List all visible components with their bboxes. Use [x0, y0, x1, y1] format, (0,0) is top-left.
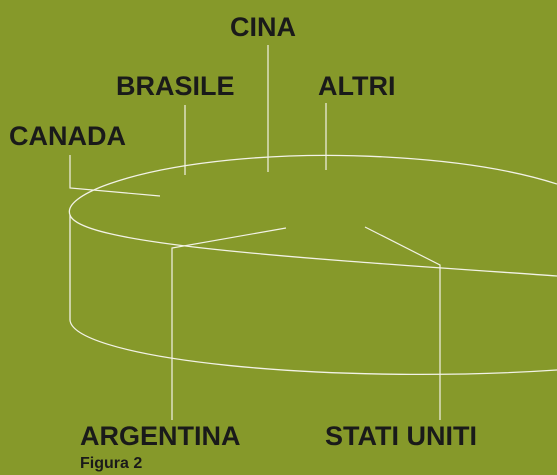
label-canada: CANADA	[9, 121, 126, 151]
figure-caption: Figura 2	[80, 455, 143, 472]
leader-line-argentina	[171, 227, 287, 420]
cylinder-top-ellipse	[68, 154, 557, 277]
leader-line-stati-uniti	[364, 226, 441, 420]
label-stati-uniti: STATI UNITI	[325, 421, 477, 451]
label-brasile: BRASILE	[116, 71, 235, 101]
label-altri: ALTRI	[318, 71, 396, 101]
label-cina: CINA	[230, 12, 296, 42]
cylinder-side	[69, 215, 557, 376]
leader-line-canada	[69, 155, 161, 197]
label-argentina: ARGENTINA	[80, 421, 241, 451]
